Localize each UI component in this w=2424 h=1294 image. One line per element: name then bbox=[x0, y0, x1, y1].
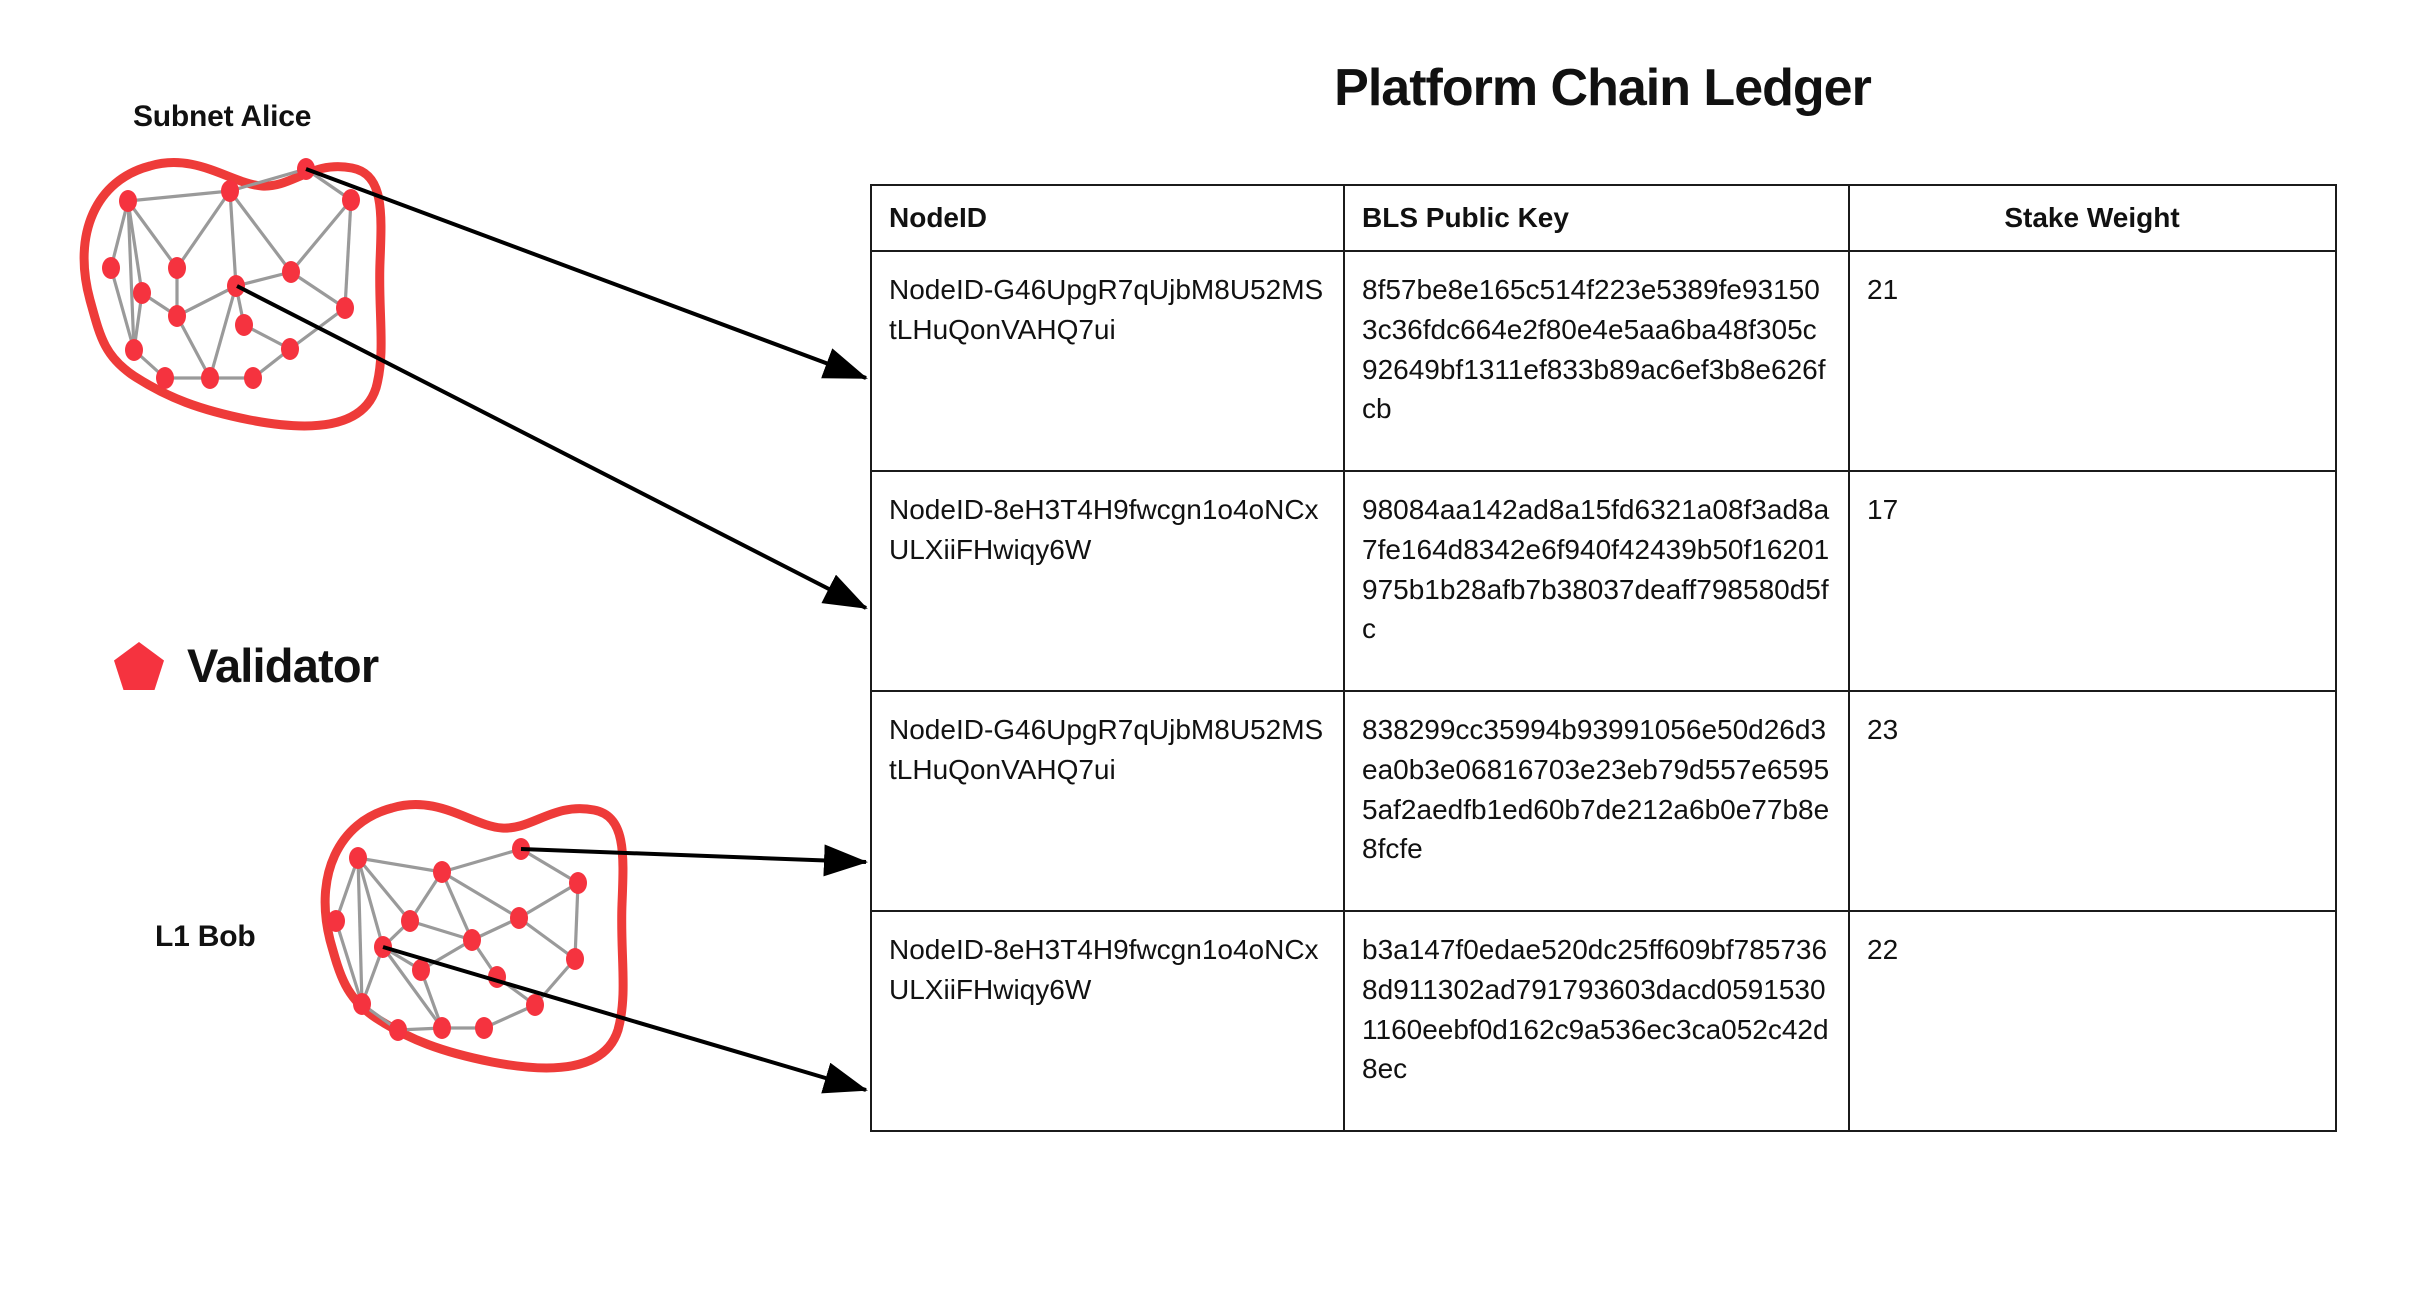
cell-bls-public-key: b3a147f0edae520dc25ff609bf7857368d911302… bbox=[1343, 910, 1850, 1132]
cell-nodeid: NodeID-8eH3T4H9fwcgn1o4oNCxULXiiFHwiqy6W bbox=[870, 470, 1345, 692]
cell-stake-weight: 21 bbox=[1848, 250, 2337, 472]
cell-stake-weight: 17 bbox=[1848, 470, 2337, 692]
arrow-alice-to-row1 bbox=[305, 167, 868, 380]
l1-bob-nodes bbox=[327, 838, 587, 1041]
table-row: NodeID-G46UpgR7qUjbM8U52MStLHuQonVAHQ7ui… bbox=[870, 250, 2337, 472]
cell-bls-public-key: 838299cc35994b93991056e50d26d3ea0b3e0681… bbox=[1343, 690, 1850, 912]
cell-bls-public-key: 98084aa142ad8a15fd6321a08f3ad8a7fe164d83… bbox=[1343, 470, 1850, 692]
column-header-bls-public-key: BLS Public Key bbox=[1343, 184, 1850, 252]
subnet-alice-cluster bbox=[79, 157, 386, 431]
arrow-bob-to-row3 bbox=[520, 844, 868, 877]
pentagon-icon bbox=[114, 641, 164, 690]
arrow-bob-to-row4 bbox=[382, 945, 868, 1094]
table-row: NodeID-8eH3T4H9fwcgn1o4oNCxULXiiFHwiqy6W… bbox=[870, 470, 2337, 692]
validator-legend: Validator bbox=[113, 638, 379, 693]
subnet-alice-label: Subnet Alice bbox=[133, 100, 312, 133]
cell-nodeid: NodeID-G46UpgR7qUjbM8U52MStLHuQonVAHQ7ui bbox=[870, 250, 1345, 472]
validator-legend-label: Validator bbox=[187, 639, 379, 692]
platform-chain-ledger-table: NodeID BLS Public Key Stake Weight NodeI… bbox=[870, 184, 2337, 1132]
cell-bls-public-key: 8f57be8e165c514f223e5389fe931503c36fdc66… bbox=[1343, 250, 1850, 472]
cell-nodeid: NodeID-G46UpgR7qUjbM8U52MStLHuQonVAHQ7ui bbox=[870, 690, 1345, 912]
l1-bob-label: L1 Bob bbox=[155, 920, 256, 953]
cell-stake-weight: 22 bbox=[1848, 910, 2337, 1132]
page-title: Platform Chain Ledger bbox=[1334, 59, 1872, 117]
column-header-nodeid: NodeID bbox=[870, 184, 1345, 252]
table-header-row: NodeID BLS Public Key Stake Weight bbox=[870, 184, 2337, 252]
cell-nodeid: NodeID-8eH3T4H9fwcgn1o4oNCxULXiiFHwiqy6W bbox=[870, 910, 1345, 1132]
connector-arrows bbox=[236, 167, 868, 1094]
subnet-alice-nodes bbox=[102, 158, 360, 389]
cell-stake-weight: 23 bbox=[1848, 690, 2337, 912]
arrow-alice-to-row2 bbox=[236, 284, 868, 610]
table-row: NodeID-G46UpgR7qUjbM8U52MStLHuQonVAHQ7ui… bbox=[870, 690, 2337, 912]
l1-bob-cluster bbox=[320, 799, 628, 1073]
table-row: NodeID-8eH3T4H9fwcgn1o4oNCxULXiiFHwiqy6W… bbox=[870, 910, 2337, 1132]
column-header-stake-weight: Stake Weight bbox=[1848, 184, 2337, 252]
